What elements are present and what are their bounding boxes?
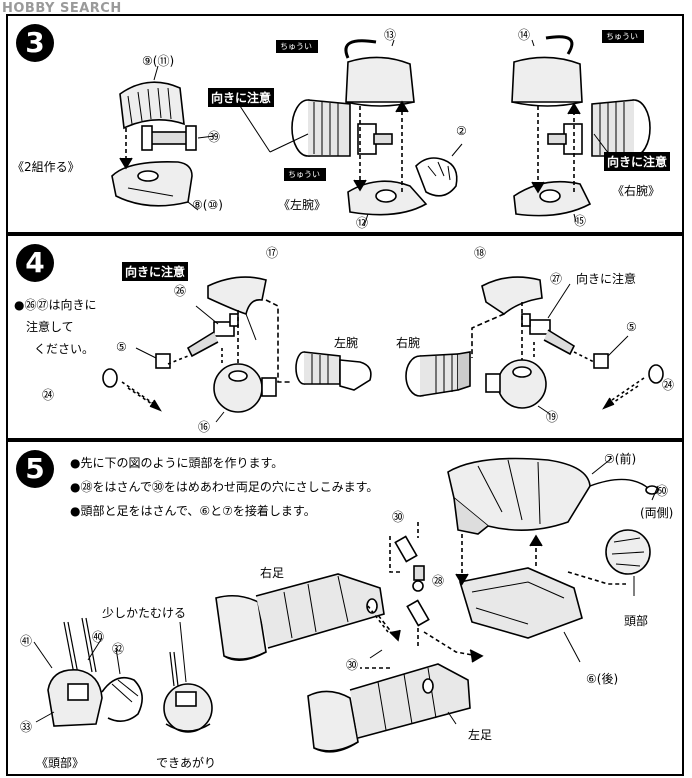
part-39-label: ㊴ [208,130,221,144]
step-4-illustration [102,276,664,423]
step-4-note-line-3: ください。 [34,342,95,356]
step-4-warning-left: 向きに注意 [122,262,189,281]
step-4-note-line-2: 注意して [26,320,74,334]
part-15-label: ⑮ [574,214,587,228]
step-4-warning-right: 向きに注意 [576,272,637,286]
part-30-label-bottom: ㉚ [346,658,359,672]
orientation-warning-right: 向きに注意 [604,152,671,171]
step-4-note-line-1: ●㉖㉗は向きに [14,298,97,312]
step-5-panel: 5 ●先に下の図のように頭部を作ります。 ●㉘をはさんで㉚をはめあわせ両足の穴に… [6,440,684,776]
part-18-label: ⑱ [474,246,487,260]
right-arm-label: 《右腕》 [612,184,661,198]
part-9-11-label: ⑨(⑪) [142,54,175,68]
both-sides-label: (両側) [640,506,674,520]
head-label-left: 《頭部》 [36,756,85,770]
step-5-instruction-1: ●先に下の図のように頭部を作ります。 [70,456,284,470]
step-5-illustration [33,457,659,753]
step-5-instruction-3: ●頭部と足をはさんで、⑥と⑦を接着します。 [70,504,316,518]
part-2-label: ② [456,124,467,138]
step-5-number: 5 [16,450,54,488]
head-label-right: 頭部 [624,614,649,628]
part-5-label-right: ⑤ [626,320,637,334]
part-17-label: ⑰ [266,246,279,260]
part-24-label-right: ㉔ [662,378,675,392]
orientation-warning-left: 向きに注意 [208,88,275,107]
watermark: HOBBY SEARCH [2,1,122,16]
step-5-instruction-2: ●㉘をはさんで㉚をはめあわせ両足の穴にさしこみます。 [70,480,379,494]
part-30-label-top: ㉚ [392,510,405,524]
part-7-label: ⑦(前) [604,452,637,466]
part-41-label: ㊶ [20,634,33,648]
part-24-label-left: ㉔ [42,388,55,402]
part-50-label: ㊿ [656,484,669,498]
left-arm-label: 《左腕》 [278,198,327,212]
part-32-label: ㉜ [112,642,125,656]
part-5-label-left: ⑤ [116,340,127,354]
step-4-panel: 4 ●㉖㉗は向きに 注意して ください。 [6,234,684,440]
two-sets-label: 《2組作る》 [12,160,80,174]
part-16-label: ⑯ [198,420,211,434]
caution-tag-bottom: ちゅうい [284,168,326,181]
step-3-number: 3 [16,24,54,62]
left-leg-label: 左足 [468,728,493,742]
part-33-label: ㉝ [20,720,33,734]
part-6-label: ⑥(後) [586,672,619,686]
step-4-number: 4 [16,244,54,282]
part-14-label: ⑭ [518,28,531,42]
part-26-label: ㉖ [174,284,187,298]
right-leg-label: 右足 [260,566,285,580]
part-19-label: ⑲ [546,410,559,424]
caution-tag-right: ちゅうい [602,30,644,43]
step-3-panel: 3 [6,14,684,234]
right-arm-label-4: 右腕 [396,336,421,350]
completed-label: できあがり [156,756,217,770]
caution-tag-top: ちゅうい [276,40,318,53]
step-3-illustration [111,35,651,227]
part-27-label: ㉗ [550,272,563,286]
part-8-10-label: ⑧(⑩) [192,198,223,212]
part-13-label: ⑬ [384,28,397,42]
part-12-label: ⑫ [356,216,369,230]
part-40-label: ㊵ [92,630,105,644]
tilt-slightly-label: 少しかたむける [102,606,187,620]
part-28-label: ㉘ [432,574,445,588]
left-arm-label-4: 左腕 [334,336,359,350]
